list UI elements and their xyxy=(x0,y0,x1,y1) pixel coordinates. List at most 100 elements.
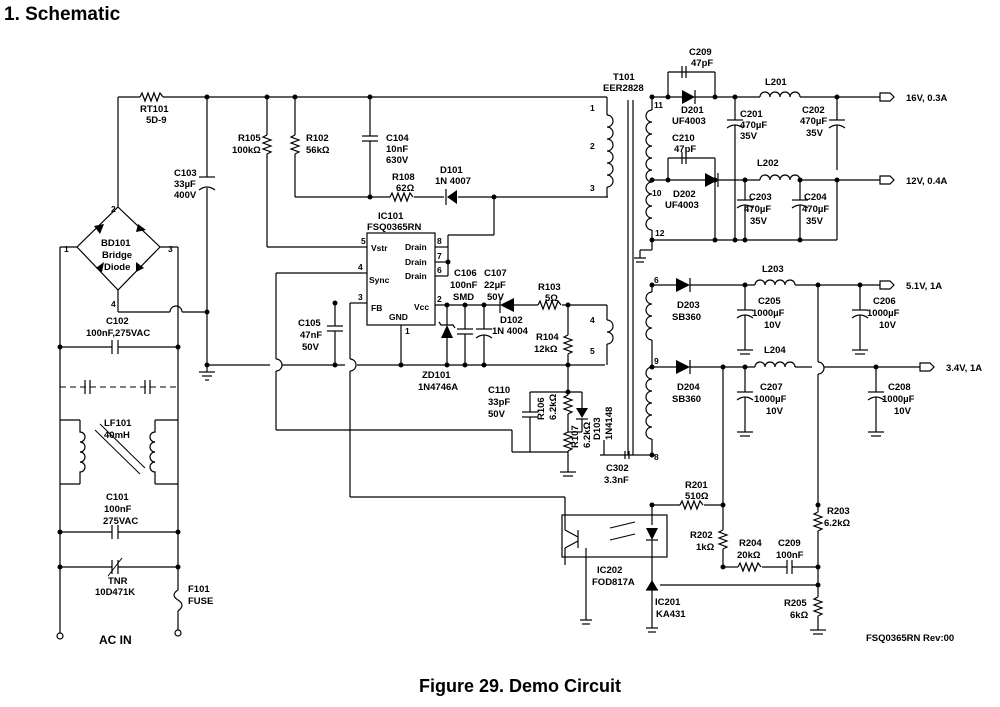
f101-value: FUSE xyxy=(188,596,213,607)
r202-ref: R202 xyxy=(690,530,713,541)
c208-ref: C208 xyxy=(888,382,911,393)
figure-caption: Figure 29. Demo Circuit xyxy=(418,676,622,696)
d101 xyxy=(445,189,608,205)
ic101-pin-vcc: Vcc xyxy=(414,302,429,312)
ic101-pin-drain8: Drain xyxy=(405,242,427,252)
r102 xyxy=(289,97,390,198)
ic101-pin-num-3: 3 xyxy=(358,292,363,302)
c105-value: 47nF xyxy=(300,330,322,341)
c202-rating: 35V xyxy=(806,128,824,139)
output-5v-path xyxy=(652,278,895,505)
ic101-pin-drain6: Drain xyxy=(405,271,427,281)
c210-ref: C210 xyxy=(672,133,695,144)
c106-value: 100nF xyxy=(450,280,478,291)
c205-value: 1000µF xyxy=(752,308,785,319)
c205-ref: C205 xyxy=(758,296,781,307)
c104-value: 10nF xyxy=(386,144,408,155)
r204-value: 20kΩ xyxy=(737,550,761,561)
c101-ref: C101 xyxy=(106,492,129,503)
c209b-ref: C209 xyxy=(778,538,801,549)
ic101-pin-drain7: Drain xyxy=(405,257,427,267)
r203-value: 6.2kΩ xyxy=(824,518,850,529)
r105-ref: R105 xyxy=(238,133,261,144)
c101-rating: 275VAC xyxy=(103,516,138,527)
zd101 xyxy=(438,305,456,365)
c302 xyxy=(600,440,636,459)
zd101-ref: ZD101 xyxy=(422,370,451,381)
r201-ref: R201 xyxy=(685,480,708,491)
c106-rating: SMD xyxy=(453,292,474,303)
c207-value: 1000µF xyxy=(754,394,787,405)
c207-rating: 10V xyxy=(766,406,784,417)
c101 xyxy=(60,525,178,539)
c107-ref: C107 xyxy=(484,268,507,279)
section-title: 1. Schematic xyxy=(4,4,121,25)
c209a-ref: C209 xyxy=(689,47,712,58)
revision-label: FSQ0365RN Rev:00 xyxy=(866,633,954,644)
c110-rating: 50V xyxy=(488,409,506,420)
output-label-5v: 5.1V, 1A xyxy=(906,281,942,292)
t101-pin-2: 2 xyxy=(590,141,595,151)
ic101-pin-num-6: 6 xyxy=(437,265,442,275)
bd101-pin2: 2 xyxy=(111,204,116,214)
c204-ref: C204 xyxy=(804,192,827,203)
c202-value: 470µF xyxy=(800,116,827,127)
zd101-value: 1N4746A xyxy=(418,382,458,393)
bd101-ref: BD101 xyxy=(101,238,131,249)
c104-rating: 630V xyxy=(386,155,409,166)
d101-value: 1N 4007 xyxy=(435,176,471,187)
lf101-value: 40mH xyxy=(104,430,130,441)
r205-value: 6kΩ xyxy=(790,610,809,621)
ic202-value: FOD817A xyxy=(592,577,635,588)
c203-ref: C203 xyxy=(749,192,772,203)
c107-rating: 50V xyxy=(487,292,505,303)
t101-pin-8: 8 xyxy=(654,452,659,462)
c102-ref: C102 xyxy=(106,316,129,327)
c105-rating: 50V xyxy=(302,342,320,353)
c204-value: 470µF xyxy=(802,204,829,215)
bd101-value2: Diode xyxy=(104,262,130,273)
c104-ref: C104 xyxy=(386,133,409,144)
output-label-16v: 16V, 0.3A xyxy=(906,93,948,104)
t101-ref: T101 xyxy=(613,72,635,83)
feedback-section xyxy=(561,499,826,635)
r102-ref: R102 xyxy=(306,133,329,144)
ic202-ref: IC202 xyxy=(597,565,622,576)
ic101-ref: IC101 xyxy=(378,211,404,222)
c203-rating: 35V xyxy=(750,216,768,227)
c210-value: 47pF xyxy=(674,144,696,155)
f101-ref: F101 xyxy=(188,584,210,595)
d203-value: SB360 xyxy=(672,312,701,323)
c203-value: 470µF xyxy=(744,204,771,215)
c205-rating: 10V xyxy=(764,320,782,331)
c209a-value: 47pF xyxy=(691,58,713,69)
l204-ref: L204 xyxy=(764,345,786,356)
r104 xyxy=(562,305,608,365)
feedback-wiring xyxy=(275,272,566,530)
lf101 xyxy=(60,380,178,485)
bd101-value1: Bridge xyxy=(102,250,132,261)
ic101-pin-num-4: 4 xyxy=(358,262,363,272)
r106-ref: R106 xyxy=(536,397,547,420)
r201-value: 510Ω xyxy=(685,491,709,502)
r103-ref: R103 xyxy=(538,282,561,293)
c105-ref: C105 xyxy=(298,318,321,329)
t101-pin-3: 3 xyxy=(590,183,595,193)
t101-pin-4: 4 xyxy=(590,315,595,325)
d204-ref: D204 xyxy=(677,382,700,393)
r203-ref: R203 xyxy=(827,506,850,517)
d201-value: UF4003 xyxy=(672,116,706,127)
c208-rating: 10V xyxy=(894,406,912,417)
c206-value: 1000µF xyxy=(867,308,900,319)
ic201-ref: IC201 xyxy=(655,597,681,608)
ic101-pin-sync: Sync xyxy=(369,275,390,285)
ic101-pin-num-1: 1 xyxy=(405,326,410,336)
t101-pin-6: 6 xyxy=(654,275,659,285)
l201-ref: L201 xyxy=(765,77,787,88)
r104-value: 12kΩ xyxy=(534,344,558,355)
d204-value: SB360 xyxy=(672,394,701,405)
c110-ref: C110 xyxy=(488,385,510,396)
r202-value: 1kΩ xyxy=(696,542,715,553)
d201-ref: D201 xyxy=(681,105,704,116)
c206-ref: C206 xyxy=(873,296,896,307)
